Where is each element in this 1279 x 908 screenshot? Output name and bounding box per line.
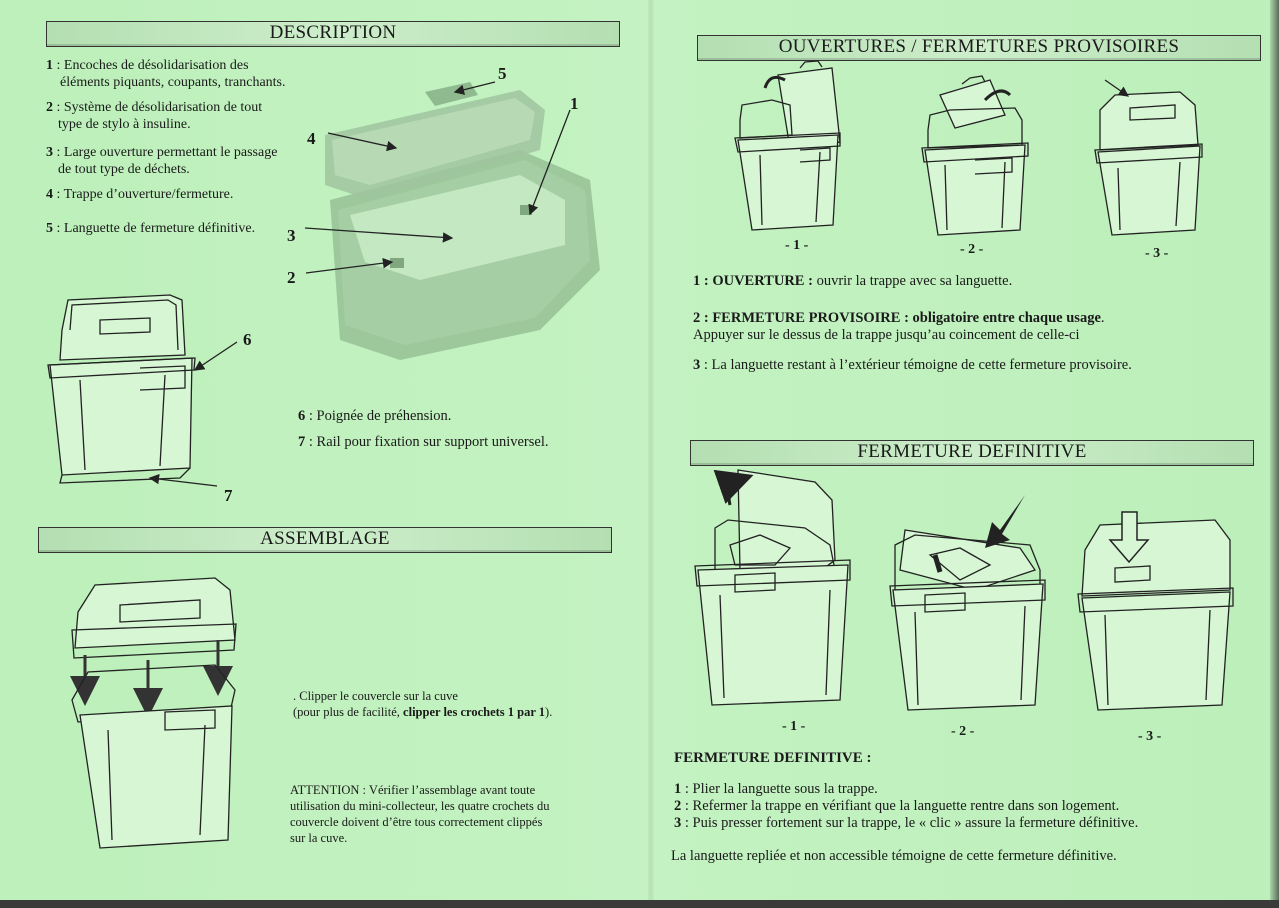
definitive-step-2: 2 : Refermer la trappe en vérifiant que … — [674, 798, 1120, 814]
definitive-title: FERMETURE DEFINITIVE — [857, 441, 1087, 462]
definitive-subtitle: FERMETURE DEFINITIVE : — [674, 750, 872, 766]
desc-item-3: 3 : Large ouverture permettant le passag… — [46, 145, 278, 177]
provisoires-title: OUVERTURES / FERMETURES PROVISOIRES — [778, 36, 1180, 57]
scan-right-edge — [1270, 0, 1279, 908]
provisoires-header: OUVERTURES / FERMETURES PROVISOIRES — [697, 35, 1261, 61]
definitive-step-3: 3 : Puis presser fortement sur la trappe… — [674, 815, 1139, 831]
callout-6: 6 — [243, 330, 252, 349]
description-header: DESCRIPTION — [46, 21, 620, 47]
callout-7: 7 — [224, 486, 233, 505]
provisoires-step-1: 1 : OUVERTURE : ouvrir la trappe avec sa… — [693, 273, 1013, 289]
desc-item-4: 4 : Trappe d’ouverture/fermeture. — [46, 187, 234, 202]
assemblage-attention: ATTENTION : Vérifier l’assemblage avant … — [290, 783, 550, 845]
definitive-step-1: 1 : Plier la languette sous la trappe. — [674, 781, 878, 797]
definitive-caption-1: - 1 - — [782, 719, 806, 734]
desc-item-5: 5 : Languette de fermeture définitive. — [46, 221, 256, 236]
assemblage-header: ASSEMBLAGE — [38, 527, 612, 553]
callout-1: 1 — [570, 94, 579, 113]
definitive-caption-3: - 3 - — [1138, 729, 1162, 744]
provisoires-caption-3: - 3 - — [1145, 246, 1169, 261]
definitive-header: FERMETURE DEFINITIVE — [690, 440, 1254, 466]
page-fold — [648, 0, 654, 908]
definitive-footer: La languette repliée et non accessible t… — [671, 848, 1117, 864]
callout-4: 4 — [307, 129, 316, 148]
provisoires-caption-2: - 2 - — [960, 242, 984, 257]
callout-2: 2 — [287, 268, 296, 287]
desc-item-7: 7 : Rail pour fixation sur support unive… — [298, 434, 549, 450]
provisoires-step-3: 3 : La languette restant à l’extérieur t… — [693, 357, 1132, 373]
provisoires-caption-1: - 1 - — [785, 238, 809, 253]
scan-bottom-edge — [0, 900, 1279, 908]
assemblage-step: . Clipper le couvercle sur la cuve (pour… — [293, 689, 553, 719]
desc-item-1: 1 : Encoches de désolidarisation des élé… — [46, 58, 286, 90]
provisoires-step-2: 2 : FERMETURE PROVISOIRE : obligatoire e… — [693, 310, 1105, 343]
definitive-caption-2: - 2 - — [951, 724, 975, 739]
desc-item-2: 2 : Système de désolidarisation de tout … — [46, 100, 263, 132]
description-title: DESCRIPTION — [269, 22, 397, 43]
assemblage-title: ASSEMBLAGE — [260, 528, 390, 549]
desc-item-6: 6 : Poignée de préhension. — [298, 408, 452, 424]
callout-5: 5 — [498, 64, 507, 83]
callout-3: 3 — [287, 226, 296, 245]
